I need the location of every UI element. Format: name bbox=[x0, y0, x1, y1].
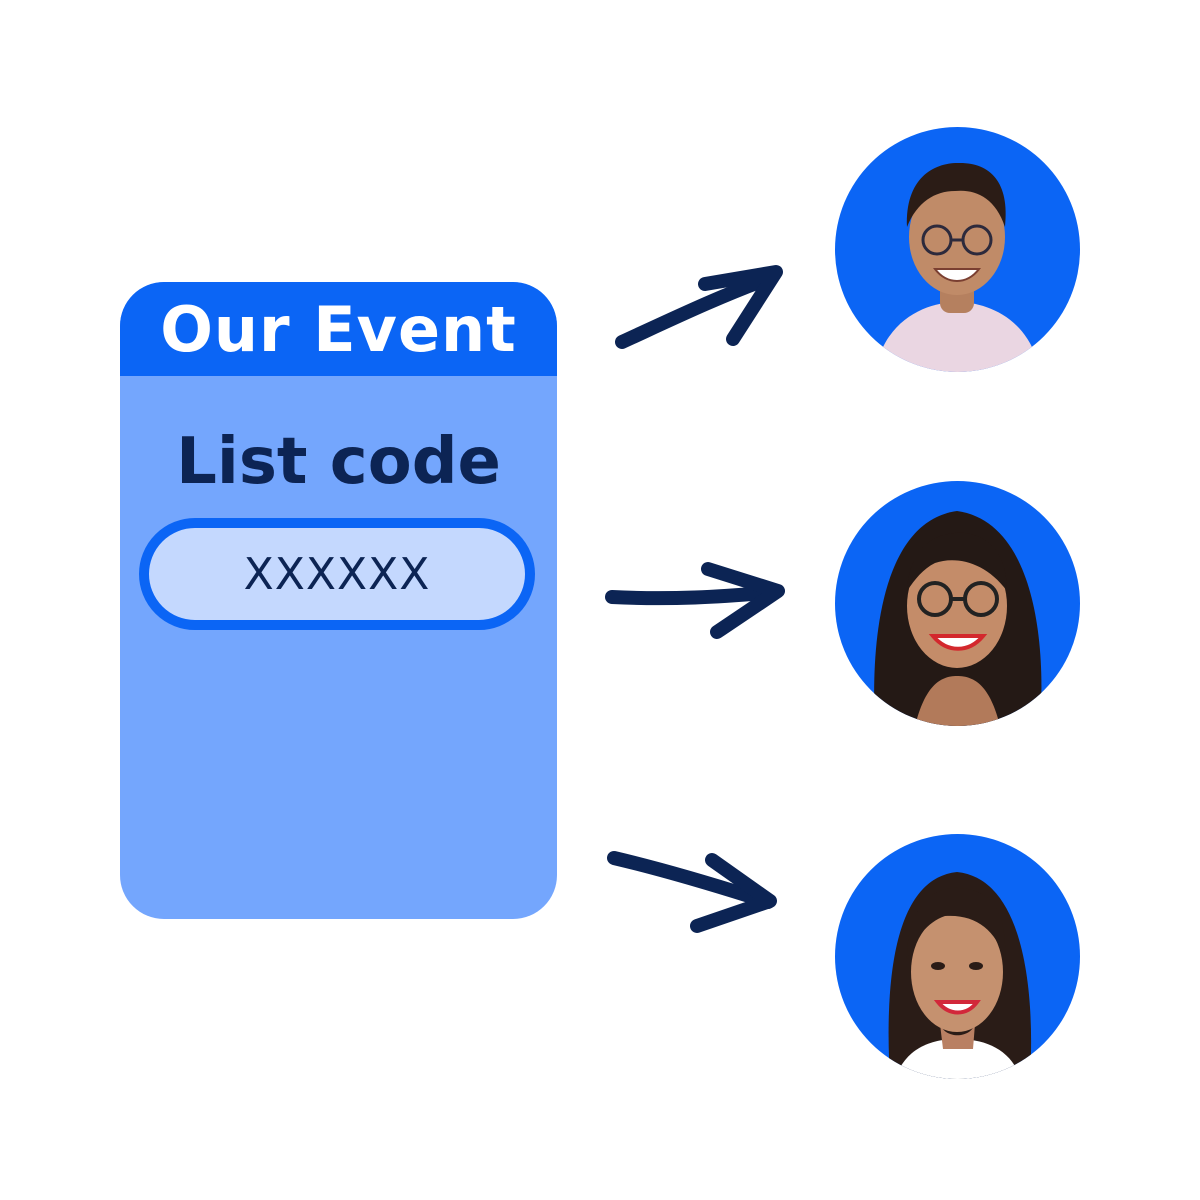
card-title: Our Event bbox=[120, 282, 557, 376]
code-field: XXXXXX bbox=[139, 518, 535, 630]
arrow-to-recipient-1 bbox=[615, 265, 783, 349]
arrow-to-recipient-3 bbox=[607, 851, 777, 933]
arrow-to-recipient-2 bbox=[605, 562, 785, 639]
code-value: XXXXXX bbox=[243, 548, 431, 600]
person-avatar-icon bbox=[835, 127, 1080, 372]
person-avatar-icon bbox=[835, 834, 1080, 1079]
code-label: List code bbox=[176, 425, 501, 499]
person-avatar-icon bbox=[835, 481, 1080, 726]
